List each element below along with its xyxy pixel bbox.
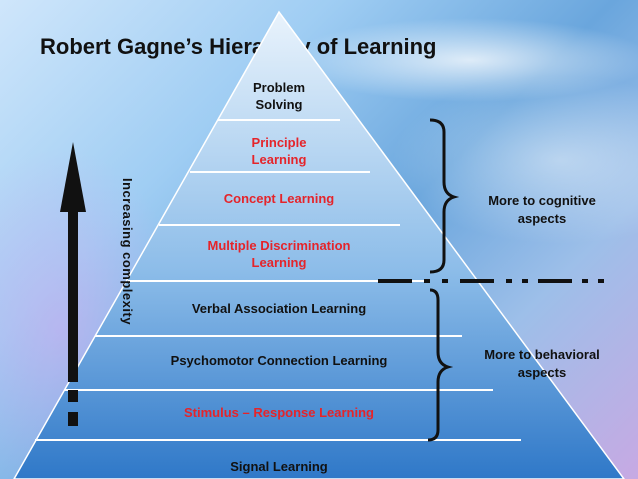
tier-label-concept-learning: Concept Learning: [223, 191, 335, 206]
arrow-head: [60, 142, 86, 212]
arrow-dash: [68, 412, 78, 426]
page-title: Robert Gagne’s Hierarchy of Learning: [40, 34, 437, 59]
tier-label-principle-learning: Principle Learning: [251, 135, 307, 167]
complexity-label: Increasing complexity: [120, 178, 135, 326]
pyramid-shape: [13, 10, 625, 479]
tier-label-problem-solving: Problem Solving: [252, 80, 305, 112]
tier-label-multiple-discrimination: Multiple Discrimination Learning: [207, 238, 351, 270]
tier-label-signal-learning: Signal Learning: [230, 459, 328, 474]
arrow-shaft: [68, 210, 78, 382]
cognitive-aspects-label: More to cognitive aspects: [488, 193, 596, 226]
tier-dividers: [35, 119, 521, 441]
arrow-dash: [68, 390, 78, 402]
behavioral-brace: [427, 288, 454, 442]
complexity-arrow: [60, 142, 86, 426]
tier-label-verbal-association: Verbal Association Learning: [191, 301, 367, 316]
tier-label-stimulus-response: Stimulus – Response Learning: [184, 405, 374, 420]
cognitive-brace: [429, 118, 460, 274]
behavioral-aspects-label: More to behavioral aspects: [484, 347, 600, 380]
tier-label-psychomotor-connection: Psychomotor Connection Learning: [170, 353, 388, 368]
